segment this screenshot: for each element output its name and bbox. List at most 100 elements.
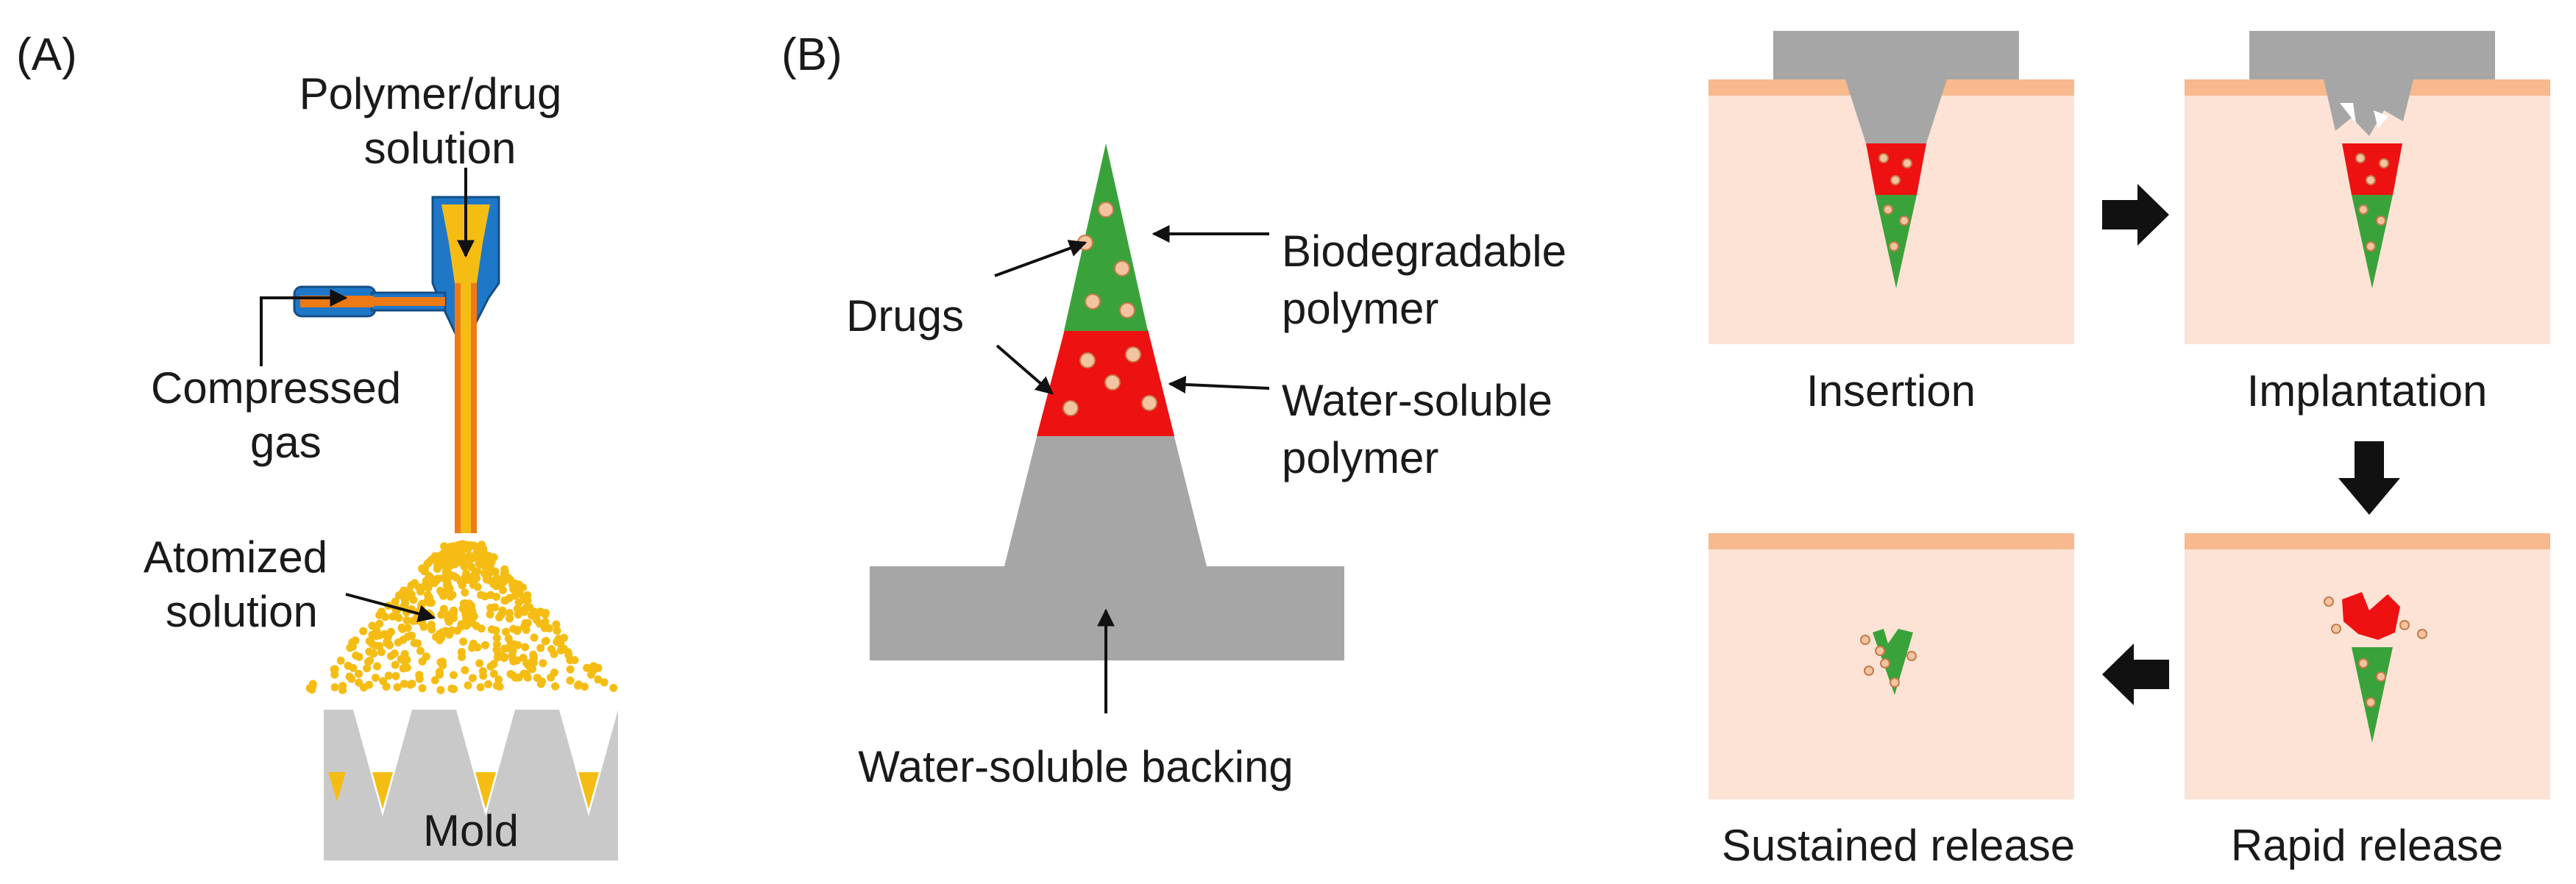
droplet [539,659,547,668]
panel-b-label: (B) [781,29,842,80]
drug-particle [2379,158,2389,168]
droplet [349,638,357,646]
droplet [477,624,486,633]
arrow-implantation-to-rapid [2338,441,2400,515]
droplet [461,666,469,674]
droplet [486,576,495,585]
droplet [371,674,380,682]
droplet [391,660,400,669]
droplet [473,582,482,591]
droplet [522,659,531,668]
droplet [523,619,532,627]
droplet [465,599,474,608]
droplet [402,616,411,624]
droplet [373,662,381,671]
droplet [427,625,436,634]
droplet [400,657,409,666]
panel-a-label: (A) [16,29,77,80]
sustained-release-label: Sustained release [1722,821,2075,870]
droplet [466,541,475,549]
droplet [544,624,553,632]
drug-particle [1098,202,1114,218]
droplet [371,641,380,650]
droplet [492,645,501,654]
droplet [491,603,500,612]
droplet [467,563,476,571]
droplet [594,675,603,684]
drug-particle [2358,658,2369,669]
droplet [492,633,501,642]
droplet [444,568,453,577]
drug-particle [2376,215,2386,226]
droplet [365,637,374,646]
droplet [445,584,454,593]
droplet [344,661,352,670]
droplet [461,588,469,597]
rapid-release-label: Rapid release [2231,821,2503,870]
drug-particle [1114,260,1130,277]
droplet [468,619,477,627]
rapid-release-drug-particles [2324,596,2427,707]
droplet [435,668,444,676]
droplet [506,670,515,679]
droplet [480,592,489,601]
droplet [336,656,345,665]
droplet [437,633,446,642]
droplet [461,561,469,570]
stage-rapid-release: Rapid release [2185,533,2550,870]
droplet [583,663,592,672]
droplet [469,577,478,585]
droplet [391,597,400,606]
droplet [552,620,561,629]
droplet [436,559,444,568]
droplet [414,639,422,648]
droplet [500,644,509,653]
drug-particle [2331,624,2341,634]
droplet [338,682,347,690]
droplet [460,574,469,582]
drug-particle [1860,635,1870,645]
insertion-label: Insertion [1806,366,1976,416]
droplet [330,683,339,691]
drug-particle [1119,302,1135,318]
droplet [551,682,560,691]
biodegradable-label-line1: Biodegradable [1282,227,1566,276]
droplet [393,683,402,691]
droplet [574,680,583,689]
droplet [547,673,556,682]
droplet [440,542,449,551]
mold [309,710,618,860]
droplet [457,550,466,559]
droplet [382,682,391,691]
droplet [445,630,454,639]
drugs-arrow-top [994,240,1087,277]
droplet [402,594,411,602]
droplet [536,644,545,652]
droplet [491,567,500,576]
droplet [391,611,400,620]
droplet [422,652,430,661]
droplet [481,641,489,649]
droplet [375,610,384,619]
droplet [475,659,484,668]
implantation-label: Implantation [2247,366,2488,416]
droplet [430,676,439,685]
drug-particle [2417,629,2427,639]
drug-particle [2376,671,2386,682]
drug-particle [1890,175,1901,185]
droplet [514,610,522,619]
droplet [416,646,425,655]
droplet [390,649,399,658]
droplet [509,657,518,666]
drugs-arrow-bottom [996,344,1054,395]
drug-particle [1079,352,1096,368]
droplet [522,626,531,634]
droplet [308,685,316,694]
droplet [484,680,493,688]
droplet [394,591,403,600]
droplet [446,592,455,601]
droplet [433,574,442,583]
drug-particle [1880,658,1890,669]
droplet [462,613,471,622]
